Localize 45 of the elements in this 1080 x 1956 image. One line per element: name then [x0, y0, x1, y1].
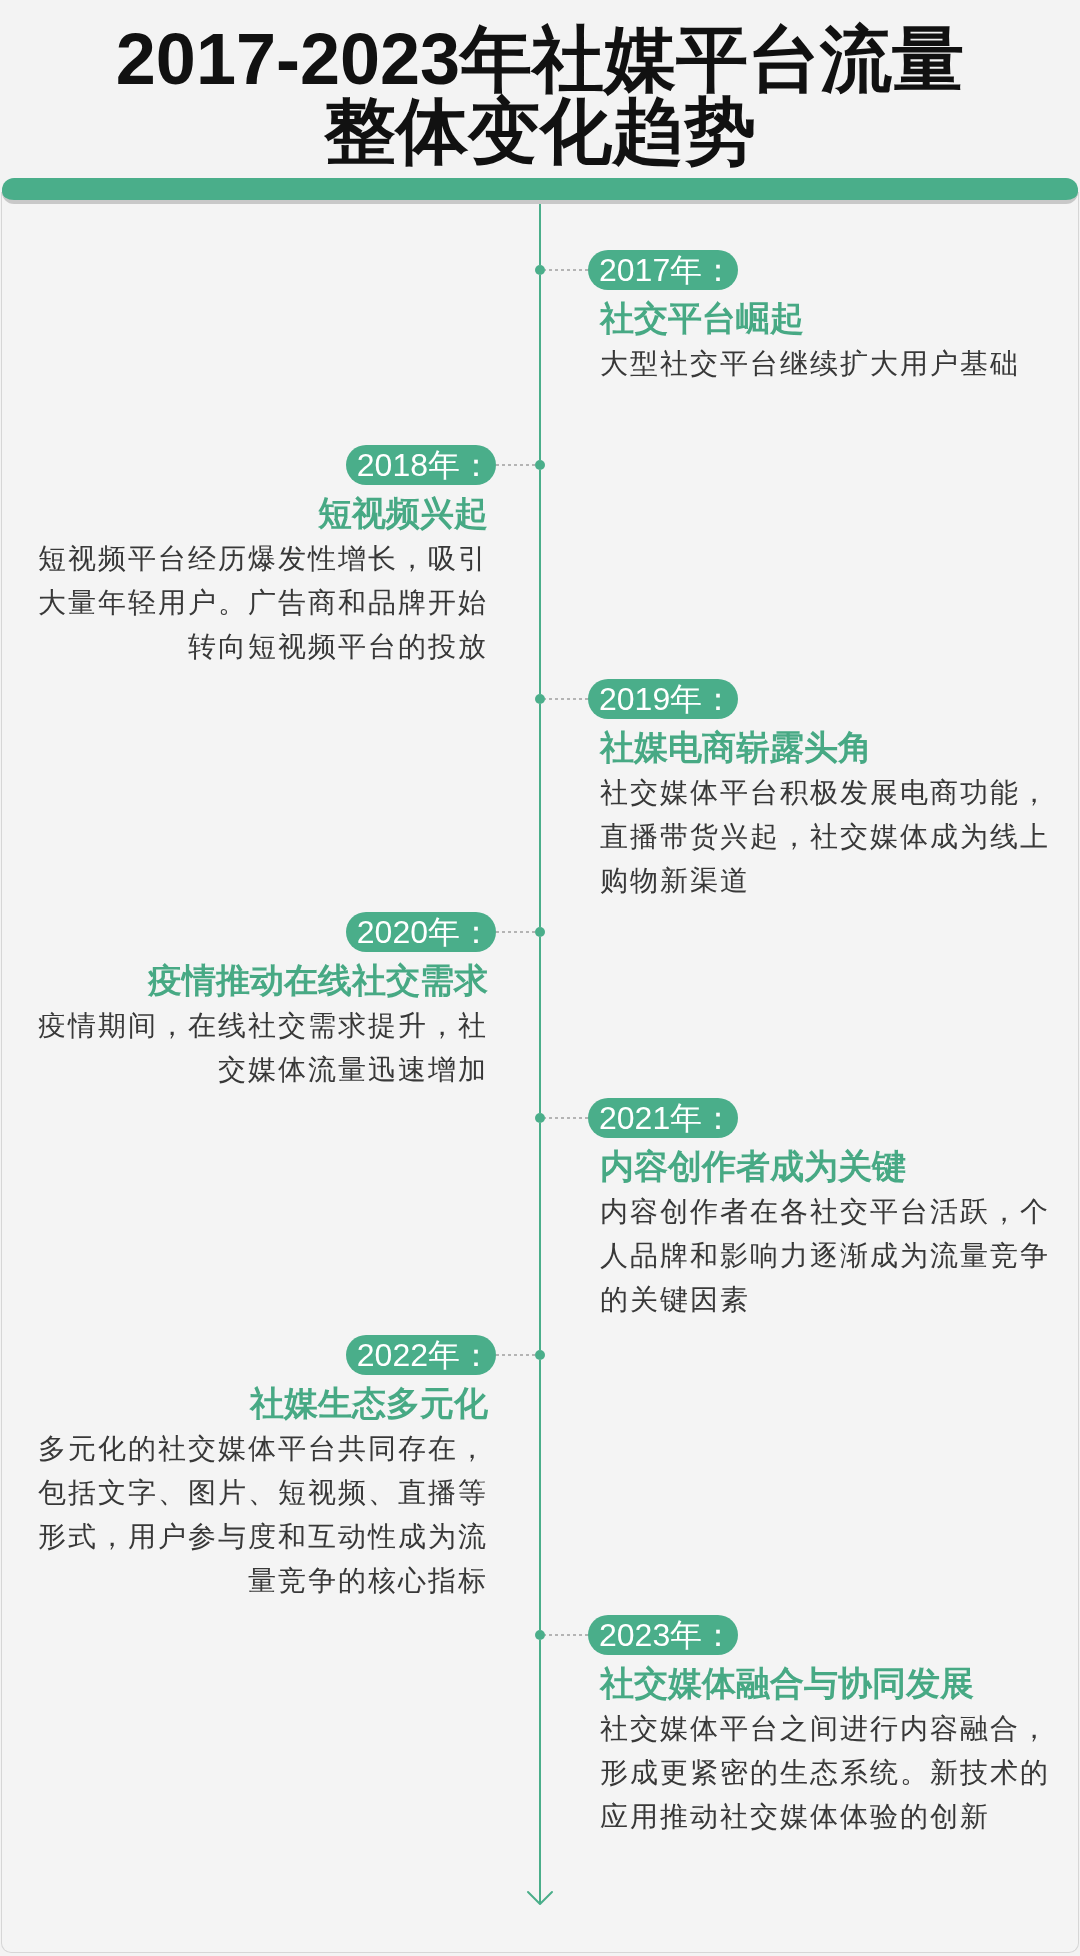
timeline-line — [539, 1359, 541, 1631]
timeline-arrow — [527, 1639, 553, 1905]
header-bar — [2, 178, 1078, 204]
title: 2017-2023年社媒平台流量整体变化趋势 — [114, 23, 966, 167]
year-badge: 2023年： — [588, 1615, 739, 1655]
leader-line — [544, 698, 589, 700]
entry-heading: 社媒电商崭露头角 — [600, 727, 872, 768]
leader-line — [544, 1634, 589, 1636]
entry-text: 多元化的社交媒体平台共同存在，包括文字、图片、短视频、直播等形式，用户参与度和互动性成为流量竞争的核心指标 — [37, 1432, 488, 1598]
timeline-dot — [535, 265, 545, 275]
timeline-line — [539, 703, 541, 928]
entry-text: 短视频平台经历爆发性增长，吸引大量年轻用户。广告商和品牌开始转向短视频平台的投放 — [37, 542, 488, 664]
timeline-dot — [535, 1350, 545, 1360]
leader-line — [495, 931, 536, 933]
entry-heading: 内容创作者成为关键 — [600, 1146, 906, 1187]
timeline-line — [539, 936, 541, 1114]
entry-text: 大型社交平台继续扩大用户基础 — [600, 347, 1020, 381]
entry-text: 疫情期间，在线社交需求提升，社交媒体流量迅速增加 — [37, 1009, 488, 1087]
timeline-line — [539, 1122, 541, 1351]
timeline-line — [539, 203, 541, 266]
entry-text: 社交媒体平台之间进行内容融合，形成更紧密的生态系统。新技术的应用推动社交媒体体验的创新 — [600, 1712, 1051, 1834]
timeline-dot — [535, 1113, 545, 1123]
entry-heading: 社交媒体融合与协同发展 — [600, 1663, 974, 1704]
entry-text: 内容创作者在各社交平台活跃，个人品牌和影响力逐渐成为流量竞争的关键因素 — [600, 1195, 1051, 1317]
entry-heading: 社媒生态多元化 — [250, 1383, 488, 1424]
year-badge: 2019年： — [588, 679, 739, 719]
leader-line — [544, 1117, 589, 1119]
year-badge: 2017年： — [588, 250, 739, 290]
timeline-dot — [535, 460, 545, 470]
entry-heading: 短视频兴起 — [318, 493, 488, 534]
year-badge: 2018年： — [345, 445, 496, 485]
year-badge: 2021年： — [588, 1098, 739, 1138]
entry-heading: 社交平台崛起 — [600, 298, 804, 339]
leader-line — [544, 269, 589, 271]
timeline-dot — [535, 1630, 545, 1640]
leader-line — [495, 1354, 536, 1356]
year-badge: 2022年： — [345, 1335, 496, 1375]
timeline-dot — [535, 694, 545, 704]
timeline-line — [539, 274, 541, 461]
entry-text: 社交媒体平台积极发展电商功能，直播带货兴起，社交媒体成为线上购物新渠道 — [600, 776, 1051, 898]
timeline-line — [539, 469, 541, 695]
timeline-dot — [535, 927, 545, 937]
leader-line — [495, 464, 536, 466]
year-badge: 2020年： — [345, 912, 496, 952]
entry-heading: 疫情推动在线社交需求 — [148, 960, 488, 1001]
